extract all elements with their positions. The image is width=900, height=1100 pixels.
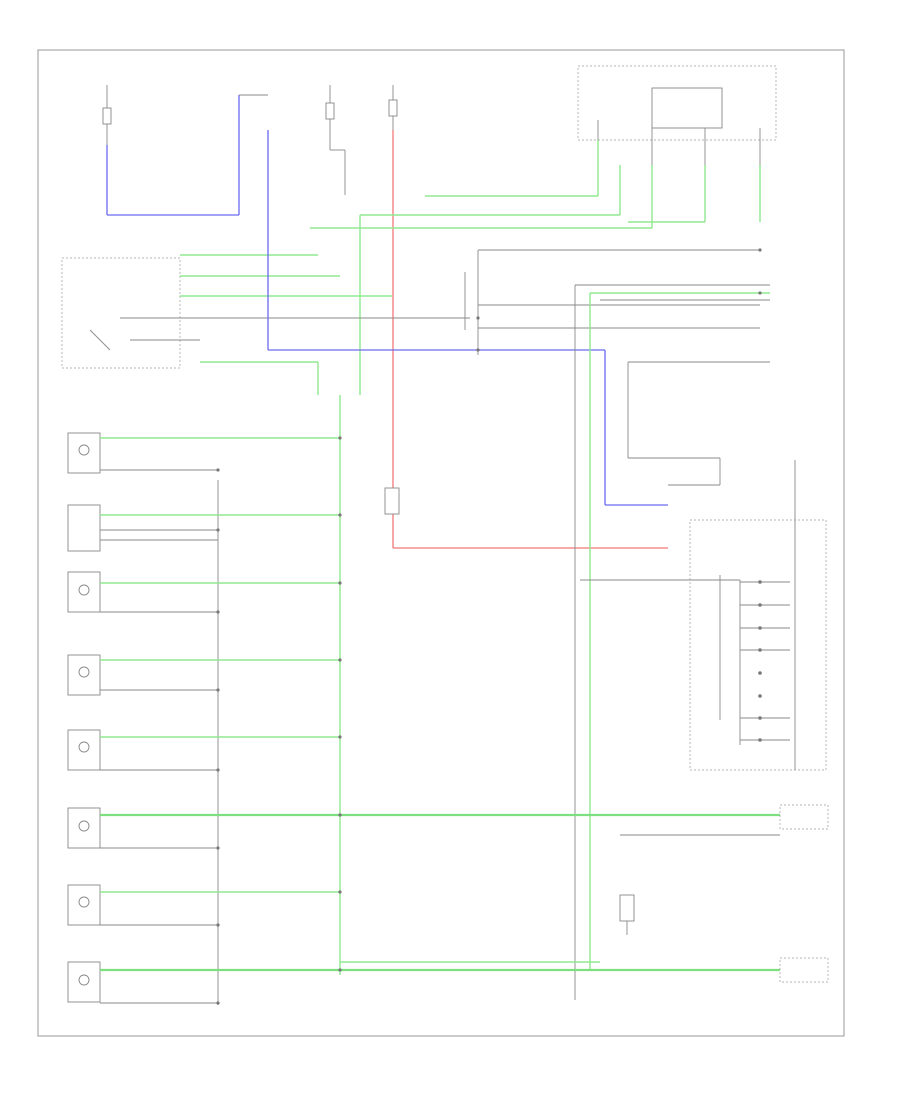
switch-row-8 — [67, 961, 780, 1004]
center-connector — [464, 249, 760, 355]
switch-row-4 — [67, 654, 340, 696]
switch-row-3 — [67, 571, 340, 613]
switch-row-6 — [67, 807, 780, 849]
fuse-block-left — [102, 85, 268, 216]
diagram-frame — [37, 49, 845, 1037]
switch-row-1 — [67, 432, 340, 474]
switch-row-2 — [67, 504, 340, 552]
bus-junctions — [216, 248, 762, 1005]
switch-row-5 — [67, 729, 340, 771]
ground-bus-top — [310, 140, 761, 395]
ground-component — [619, 804, 829, 983]
fuse-block-middle — [325, 85, 346, 195]
relay-box — [577, 65, 777, 165]
splice-connector — [384, 487, 400, 515]
combination-meter — [580, 460, 827, 771]
combination-switch — [61, 254, 470, 395]
meter-bus — [574, 284, 770, 1000]
switch-row-7 — [67, 884, 340, 926]
fuse-block-power — [388, 85, 668, 549]
illumination-ground-bus — [217, 395, 341, 1005]
illumination-circuit — [267, 130, 668, 506]
